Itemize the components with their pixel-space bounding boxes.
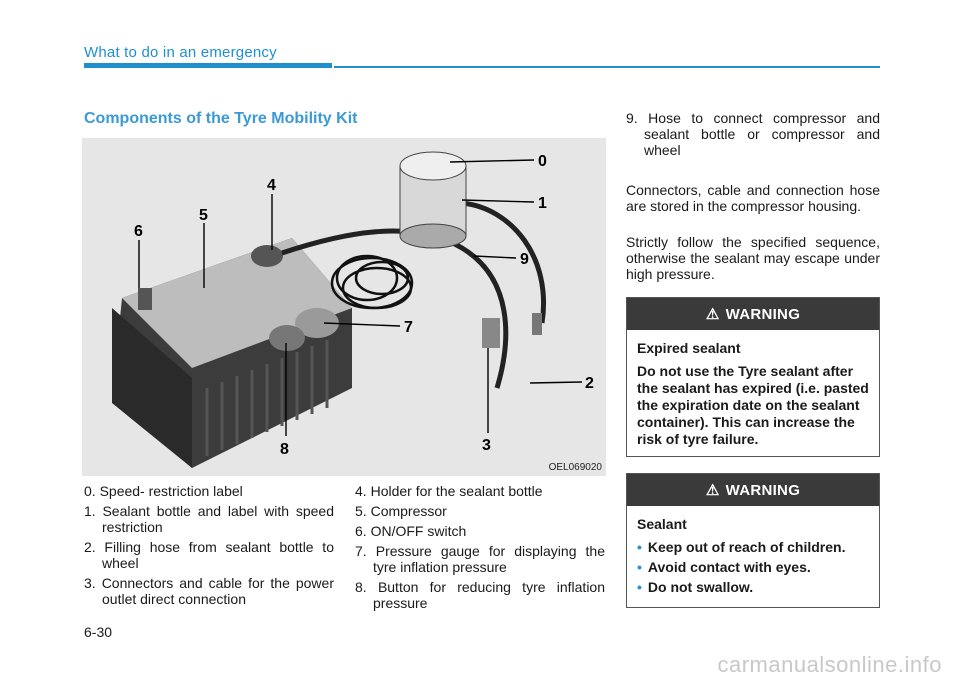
warning-body: Sealant •Keep out of reach of children. … xyxy=(627,506,879,607)
watermark: carmanualsonline.info xyxy=(717,652,942,677)
on-off-switch xyxy=(138,288,152,310)
sequence-paragraph: Strictly follow the specified sequence, … xyxy=(626,234,880,282)
list-item: 3. Connectors and cable for the power ou… xyxy=(84,575,334,607)
power-plug xyxy=(482,318,500,348)
section-title: Components of the Tyre Mobility Kit xyxy=(84,110,358,127)
filling-hose xyxy=(461,200,546,324)
list-item: 0. Speed- restriction label xyxy=(84,483,243,499)
callout-8: 8 xyxy=(280,441,289,458)
bullet-icon: • xyxy=(637,539,642,555)
callout-0: 0 xyxy=(538,153,547,170)
warning-box-expired: ⚠ WARNING Expired sealant Do not use the… xyxy=(626,297,880,457)
callout-1: 1 xyxy=(538,195,547,212)
header-title: What to do in an emergency xyxy=(84,44,277,61)
power-cable xyxy=(330,254,414,310)
callout-9: 9 xyxy=(520,251,529,268)
connection-hose xyxy=(281,228,509,389)
list-item: 7. Pressure gauge for displaying the tyr… xyxy=(355,543,605,575)
compressor-side xyxy=(112,308,192,468)
kit-drawing: 0 1 2 3 4 5 6 7 8 9 xyxy=(112,151,594,468)
kit-illustration: 0 1 2 3 4 5 6 7 8 9 OEL069020 xyxy=(82,138,606,476)
warning-bullet: •Keep out of reach of children. xyxy=(637,539,846,555)
warning-body: Expired sealant Do not use the Tyre seal… xyxy=(627,330,879,456)
release-button xyxy=(269,325,305,351)
bullet-icon: • xyxy=(637,559,642,575)
callout-7: 7 xyxy=(404,319,413,336)
callout-6: 6 xyxy=(134,223,143,240)
list-item: 5. Compressor xyxy=(355,503,447,519)
callout-lines xyxy=(138,159,583,436)
warning-box-sealant: ⚠ WARNING Sealant •Keep out of reach of … xyxy=(626,473,880,608)
compressor-vents xyxy=(205,340,329,456)
callout-2: 2 xyxy=(585,375,594,392)
list-item: 6. ON/OFF switch xyxy=(355,523,467,539)
warning-header: ⚠ WARNING xyxy=(627,298,879,330)
callout-4: 4 xyxy=(267,177,276,194)
pressure-gauge xyxy=(295,308,339,338)
warning-title: Expired sealant xyxy=(637,340,741,356)
header-accent-bar xyxy=(84,63,332,68)
warning-triangle-icon: ⚠ xyxy=(705,306,720,323)
warning-bullet: •Do not swallow. xyxy=(637,579,754,595)
components-list-col2: 4. Holder for the sealant bottle 5. Comp… xyxy=(355,483,605,615)
warning-triangle-icon: ⚠ xyxy=(705,482,720,499)
bottle-holder xyxy=(251,245,283,267)
components-list-col3: 9. Hose to connect compressor and sealan… xyxy=(626,110,880,162)
compressor-top xyxy=(122,238,352,368)
callout-3: 3 xyxy=(482,437,491,454)
warning-text: Do not use the Tyre sealant after the se… xyxy=(637,363,869,447)
list-item: 9. Hose to connect compressor and sealan… xyxy=(626,110,880,158)
figure-code: OEL069020 xyxy=(548,462,602,473)
list-item: 2. Filling hose from sealant bottle to w… xyxy=(84,539,334,571)
hose-fitting xyxy=(532,313,542,335)
list-item: 1. Sealant bottle and label with speed r… xyxy=(84,503,334,535)
header-rule xyxy=(334,66,880,68)
bullet-icon: • xyxy=(637,579,642,595)
warning-title: Sealant xyxy=(637,516,687,532)
callout-5: 5 xyxy=(199,207,208,224)
warning-header: ⚠ WARNING xyxy=(627,474,879,506)
storage-paragraph: Connectors, cable and connection hose ar… xyxy=(626,182,880,214)
list-item: 8. Button for reducing tyre inflation pr… xyxy=(355,579,606,611)
warning-bullet: •Avoid contact with eyes. xyxy=(637,559,811,575)
list-item: 4. Holder for the sealant bottle xyxy=(355,483,543,499)
components-list-col1: 0. Speed- restriction label 1. Sealant b… xyxy=(84,483,334,611)
page-number: 6-30 xyxy=(84,624,113,640)
